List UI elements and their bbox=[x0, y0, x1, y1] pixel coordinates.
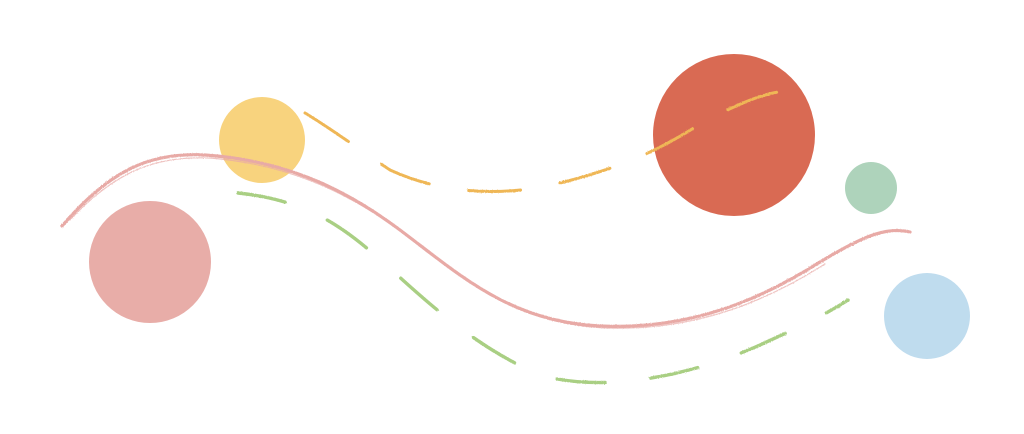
green-dashed-wave bbox=[236, 191, 850, 385]
blue-circle bbox=[884, 273, 970, 359]
yellow-dashed-wave bbox=[303, 90, 780, 194]
pink-wave bbox=[60, 153, 912, 329]
green-circle bbox=[845, 162, 897, 214]
pink-circle bbox=[89, 201, 211, 323]
red-circle bbox=[653, 54, 815, 216]
